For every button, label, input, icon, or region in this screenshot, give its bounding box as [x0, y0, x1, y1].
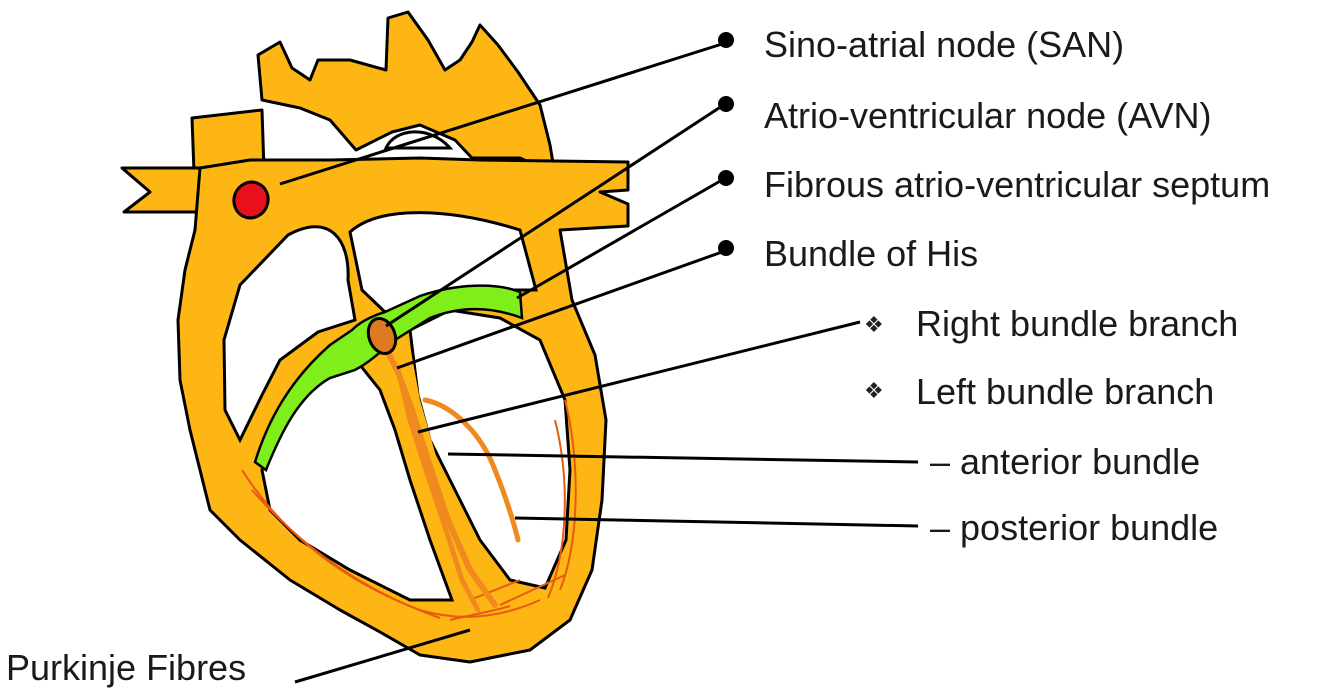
- marker-rbb: ❖: [864, 313, 884, 338]
- label-anterior: – anterior bundle: [930, 441, 1200, 482]
- bullet-septum: [718, 170, 734, 186]
- label-posterior: – posterior bundle: [930, 507, 1218, 548]
- bullet-san: [718, 32, 734, 48]
- label-his: Bundle of His: [764, 233, 978, 274]
- marker-lbb: ❖: [864, 379, 884, 404]
- label-rbb: Right bundle branch: [916, 303, 1238, 344]
- bullet-avn: [718, 96, 734, 112]
- aorta: [258, 12, 555, 175]
- left-vessel-stub: [122, 168, 200, 212]
- label-purkinje: Purkinje Fibres: [6, 647, 246, 688]
- label-avn: Atrio-ventricular node (AVN): [764, 95, 1212, 136]
- label-septum: Fibrous atrio-ventricular septum: [764, 164, 1270, 205]
- label-san: Sino-atrial node (SAN): [764, 24, 1124, 65]
- bullets: [718, 32, 734, 256]
- label-lbb: Left bundle branch: [916, 371, 1214, 412]
- bullet-his: [718, 240, 734, 256]
